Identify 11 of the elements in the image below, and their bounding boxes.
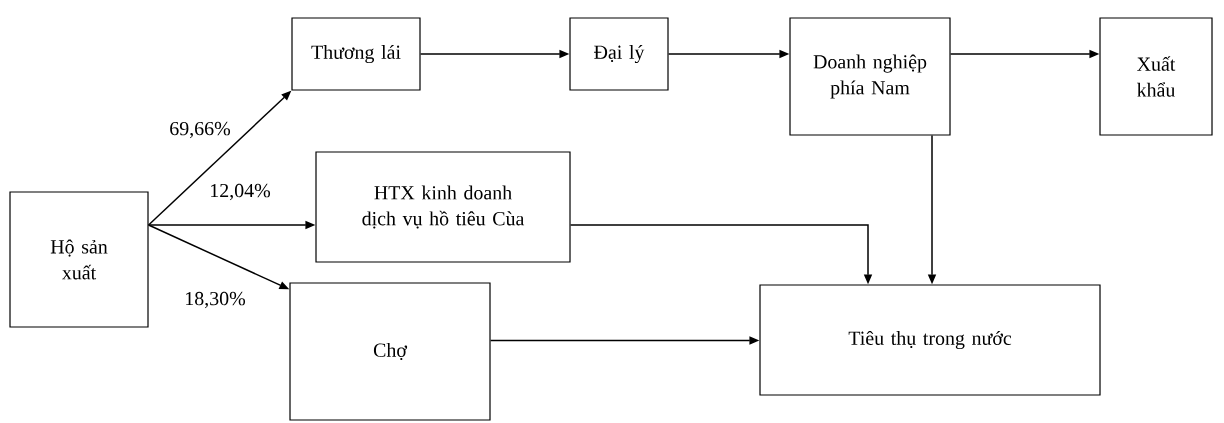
process-box: Doanh nghiệp phía Nam	[789, 17, 951, 136]
process-box: Chợ	[289, 282, 491, 421]
process-box: Tiêu thụ trong nước	[759, 284, 1101, 396]
process-box: Đại lý	[569, 17, 669, 91]
process-box: Thương lái	[291, 17, 421, 91]
process-box: HTX kinh doanh dịch vụ hồ tiêu Cùa	[315, 151, 571, 263]
edge-label: 18,30%	[183, 290, 247, 310]
edge-label: 12,04%	[208, 182, 272, 202]
edge-label: 69,66%	[168, 120, 232, 140]
process-box: Xuất khẩu	[1099, 17, 1213, 136]
process-box: Hộ sản xuất	[9, 191, 149, 328]
